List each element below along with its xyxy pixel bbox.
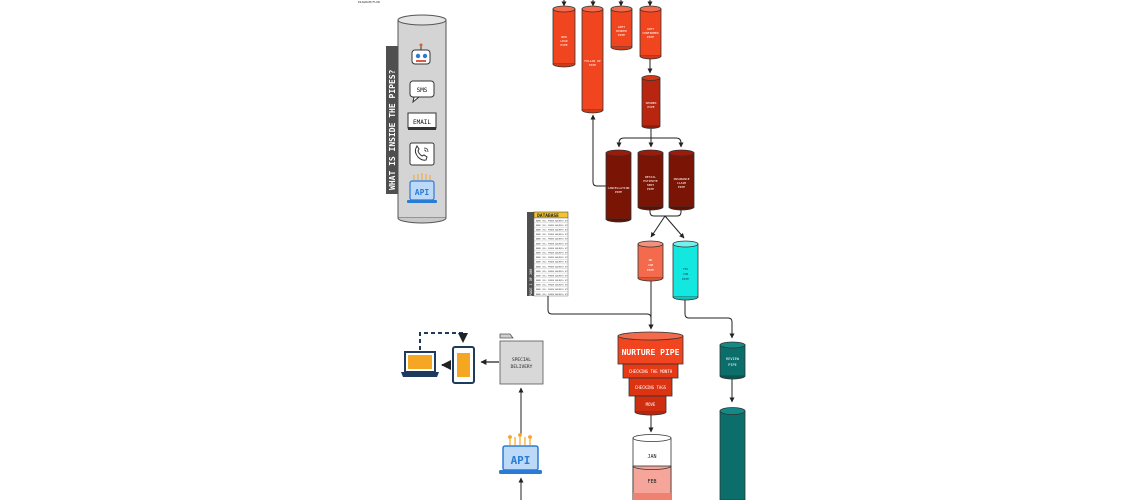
database-row: NAME CELL PHONE ADDRESS ETC bbox=[536, 229, 569, 232]
api-laptop-icon: API bbox=[499, 433, 542, 474]
database-title: DATABASE bbox=[537, 213, 559, 219]
cancellation-pipe: CANCELLATION PIPE bbox=[605, 149, 632, 223]
review-line-1: REVIEW bbox=[726, 357, 740, 361]
review-pipe: REVIEW PIPE bbox=[719, 341, 746, 380]
appt-confirmed-line-1: APPT bbox=[647, 27, 654, 31]
legend-title-bar bbox=[386, 46, 398, 194]
appt-confirmed-pipe: APPT CONFIRMED PIPE bbox=[639, 5, 662, 60]
insurance-line-1: INSURANCE bbox=[673, 177, 689, 181]
legend-title: WHAT IS INSIDE THE PIPES? bbox=[388, 69, 397, 190]
arrow-database-to-nurture bbox=[547, 296, 654, 330]
arrow-sync-dashed bbox=[419, 332, 468, 350]
api-legend-label: API bbox=[415, 188, 430, 197]
appt-booked-line-3: PIPE bbox=[618, 33, 625, 37]
database-row: NAME CELL PHONE ADDRESS ETC bbox=[536, 233, 569, 236]
yes-job-line-3: PIPE bbox=[682, 277, 689, 281]
database-row: NAME CELL PHONE ADDRESS ETC bbox=[536, 261, 569, 264]
database-row: NAME CELL PHONE ADDRESS ETC bbox=[536, 274, 569, 277]
phone-icon bbox=[409, 142, 435, 166]
email-label: EMAIL bbox=[413, 119, 431, 126]
nurture-tier-2: CHECKING TAGS bbox=[635, 385, 667, 390]
database-row: NAME CELL PHONE ADDRESS ETC bbox=[536, 293, 569, 296]
new-lead-line-3: PIPE bbox=[560, 43, 567, 47]
showed-line-1: SHOWED bbox=[646, 101, 657, 105]
api-label: API bbox=[511, 454, 531, 467]
new-lead-line-1: NEW bbox=[561, 35, 567, 39]
month-feb: FEB bbox=[647, 479, 656, 485]
api-laptop-icon: API bbox=[407, 173, 437, 203]
new-lead-pipe: NEW LEAD PIPE bbox=[552, 5, 576, 68]
yes-job-line-2: JOB bbox=[683, 272, 689, 276]
retail-line-1: RETAIL bbox=[645, 175, 656, 179]
nurture-tier-3: MOVE bbox=[646, 402, 656, 407]
no-job-line-3: PIPE bbox=[647, 268, 654, 272]
retail-line-2: ESTIMATE bbox=[643, 179, 658, 183]
database-row: NAME CELL PHONE ADDRESS ETC bbox=[536, 284, 569, 287]
nurture-tier-1: CHECKING THE MONTH bbox=[629, 369, 673, 374]
nurture-pipe: NURTURE PIPE CHECKING THE MONTH CHECKING… bbox=[617, 331, 684, 416]
months-stack: JAN FEB bbox=[632, 434, 672, 500]
arrow-cancellation-to-follow-up bbox=[590, 114, 606, 187]
sms-bubble-icon: SMS bbox=[409, 80, 435, 104]
database-row: NAME CELL PHONE ADDRESS ETC bbox=[536, 224, 569, 227]
database-row: NAME CELL PHONE ADDRESS ETC bbox=[536, 270, 569, 273]
sms-label: SMS bbox=[417, 87, 428, 94]
showed-pipe: SHOWED PIPE bbox=[641, 75, 661, 129]
database-row: NAME CELL PHONE ADDRESS ETC bbox=[536, 256, 569, 259]
follow-up-line-1: FOLLOW UP bbox=[584, 59, 600, 63]
database-table: PAGE 1 OF 200 DATABASE NAME CELL PHONE A… bbox=[527, 211, 569, 297]
special-delivery-folder: SPECIAL DELIVERY bbox=[499, 333, 544, 385]
arrow-yes-job-to-review bbox=[684, 300, 735, 339]
retail-line-4: PIPE bbox=[647, 187, 654, 191]
mobile-phone-icon bbox=[452, 346, 475, 384]
branch-showed bbox=[616, 129, 684, 148]
follow-up-pipe: FOLLOW UP PIPE bbox=[581, 5, 604, 114]
database-row: NAME CELL PHONE ADDRESS ETC bbox=[536, 252, 569, 255]
insurance-line-3: PIPE bbox=[678, 185, 685, 189]
database-side-label: PAGE 1 OF 200 bbox=[529, 269, 533, 296]
robot-icon bbox=[411, 43, 431, 65]
nurture-title: NURTURE PIPE bbox=[622, 348, 680, 357]
insurance-line-2: CLAIM bbox=[677, 181, 686, 185]
no-job-line-2: JOB bbox=[648, 263, 654, 267]
no-job-line-1: NO bbox=[649, 258, 653, 262]
legend-panel: WHAT IS INSIDE THE PIPES? SMS EMAIL bbox=[386, 14, 447, 224]
email-card-icon: EMAIL bbox=[407, 112, 437, 130]
yes-job-pipe: YES JOB PIPE bbox=[672, 240, 699, 301]
database-row: NAME CELL PHONE ADDRESS ETC bbox=[536, 279, 569, 282]
month-jan: JAN bbox=[647, 454, 656, 460]
review-output-pipe bbox=[719, 407, 746, 500]
appt-booked-line-2: BOOKED bbox=[616, 29, 627, 33]
cancellation-line-2: PIPE bbox=[615, 190, 622, 194]
database-row: NAME CELL PHONE ADDRESS ETC bbox=[536, 288, 569, 291]
database-row: NAME CELL PHONE ADDRESS ETC bbox=[536, 265, 569, 268]
insurance-claim-pipe: INSURANCE CLAIM PIPE bbox=[668, 149, 695, 211]
special-delivery-line-2: DELIVERY bbox=[511, 364, 533, 370]
follow-up-line-2: PIPE bbox=[589, 63, 596, 67]
cancellation-line-1: CANCELLATION bbox=[608, 186, 630, 190]
no-job-pipe: NO JOB PIPE bbox=[637, 240, 664, 282]
appt-confirmed-line-2: CONFIRMED bbox=[642, 31, 658, 35]
appt-booked-line-1: APPT bbox=[618, 25, 625, 29]
yes-job-line-1: YES bbox=[683, 267, 689, 271]
retail-estimate-pipe: RETAIL ESTIMATE SENT PIPE bbox=[637, 149, 664, 211]
retail-line-3: SENT bbox=[647, 183, 654, 187]
laptop-device-icon bbox=[401, 351, 439, 377]
branch-to-job bbox=[649, 209, 685, 239]
header-note: DIAGRAM/FLOW bbox=[358, 0, 380, 4]
appt-confirmed-line-3: PIPE bbox=[647, 35, 654, 39]
appt-booked-pipe: APPT BOOKED PIPE bbox=[610, 5, 633, 51]
new-lead-line-2: LEAD bbox=[560, 39, 567, 43]
database-row: NAME CELL PHONE ADDRESS ETC bbox=[536, 247, 569, 250]
database-row: NAME CELL PHONE ADDRESS ETC bbox=[536, 219, 569, 222]
database-row: NAME CELL PHONE ADDRESS ETC bbox=[536, 242, 569, 245]
showed-line-2: PIPE bbox=[647, 105, 654, 109]
database-row: NAME CELL PHONE ADDRESS ETC bbox=[536, 238, 569, 241]
special-delivery-line-1: SPECIAL bbox=[512, 357, 531, 363]
review-line-2: PIPE bbox=[728, 363, 736, 367]
